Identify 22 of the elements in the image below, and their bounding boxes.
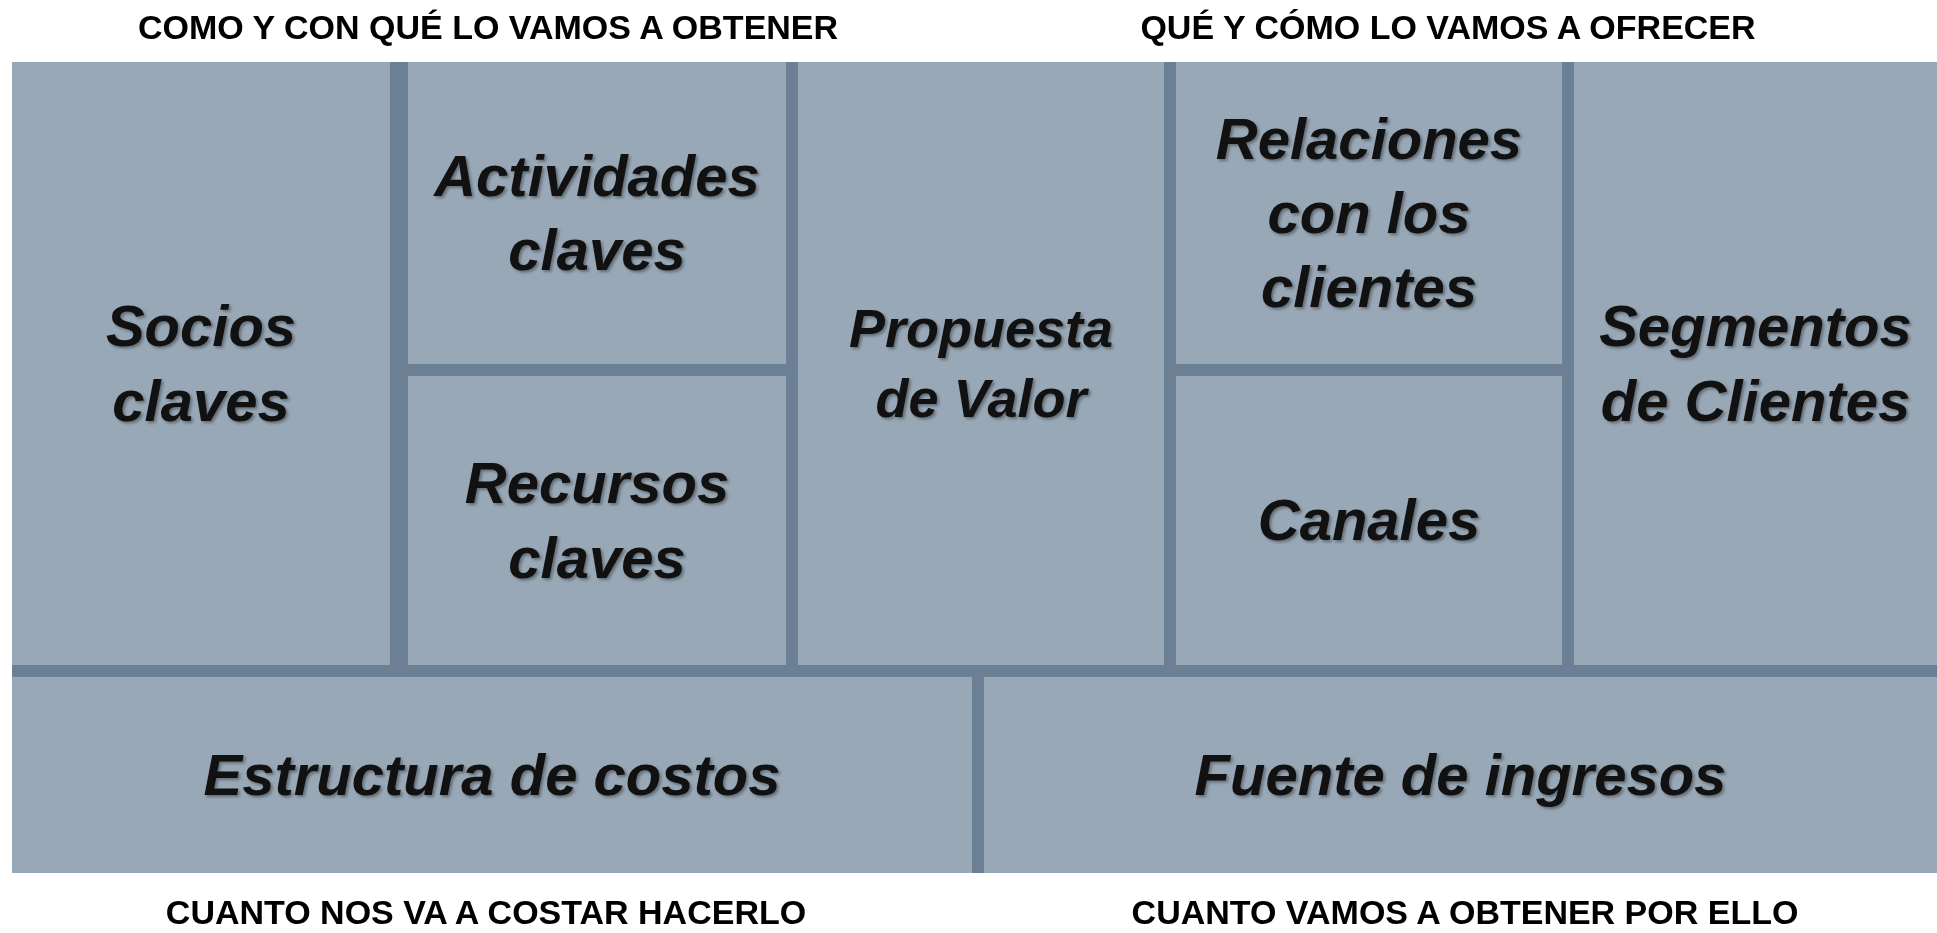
block-title: Estructura de costos (203, 740, 781, 809)
section-heading: CUANTO NOS VA A COSTAR HACERLO (165, 893, 807, 932)
canvas-block (408, 376, 786, 665)
canvas-block (1176, 62, 1562, 364)
block-title: Socios claves (104, 292, 298, 435)
canvas-block (408, 62, 786, 364)
block-title: Canales (1257, 486, 1481, 555)
block-title: Segmentos de Clientes (1598, 292, 1913, 435)
canvas-block (798, 62, 1164, 665)
section-heading: QUÉ Y CÓMO LO VAMOS A OFRECER (1140, 8, 1756, 47)
canvas-block (1574, 62, 1937, 665)
canvas-block (1176, 376, 1562, 665)
canvas-block (12, 62, 390, 665)
canvas-block (12, 677, 972, 873)
canvas-block (984, 677, 1937, 873)
section-heading: CUANTO VAMOS A OBTENER POR ELLO (1131, 893, 1799, 932)
block-title: Actividades claves (432, 141, 761, 284)
block-title: Recursos claves (463, 449, 731, 592)
block-title: Relaciones con los clientes (1214, 104, 1524, 322)
block-title: Fuente de ingresos (1194, 740, 1727, 809)
section-heading: COMO Y CON QUÉ LO VAMOS A OBTENER (137, 8, 839, 47)
block-title: Propuesta de Valor (847, 297, 1115, 430)
